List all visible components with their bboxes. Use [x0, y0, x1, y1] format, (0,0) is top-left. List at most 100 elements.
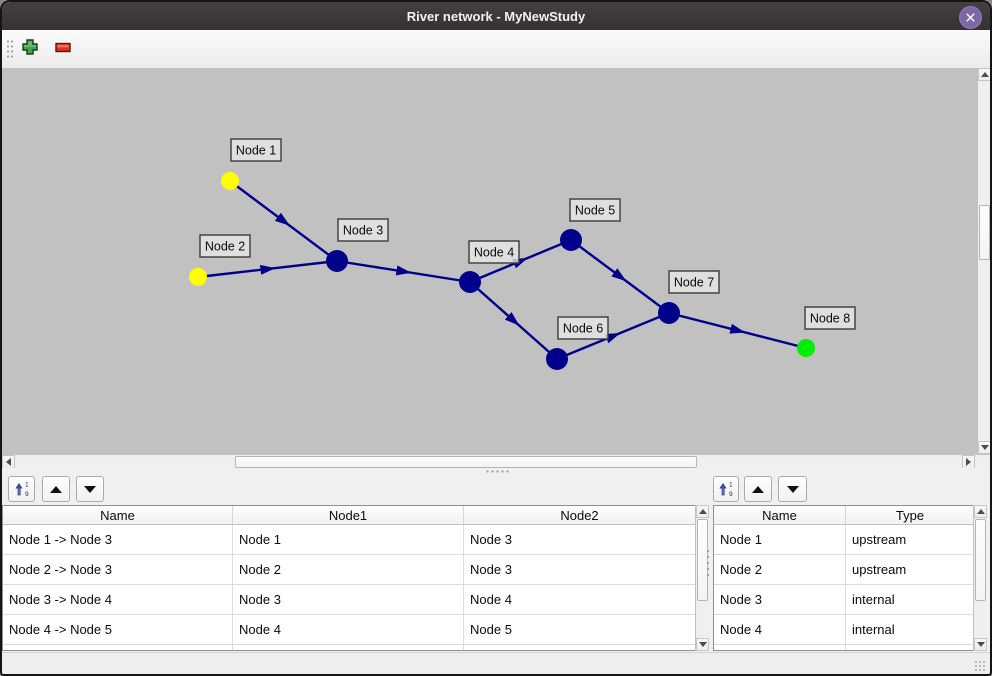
table-cell[interactable]: Node 2	[714, 554, 846, 585]
window-title: River network - MyNewStudy	[406, 8, 586, 24]
triangle-down-icon	[980, 445, 989, 450]
table-cell[interactable]: internal	[845, 614, 974, 645]
node-label: Node 1	[236, 144, 276, 158]
table-cell[interactable]: Node 5	[463, 614, 695, 645]
close-button[interactable]	[959, 5, 982, 29]
node-label-box	[199, 234, 251, 258]
triangle-up-icon	[752, 485, 764, 493]
graph-node[interactable]	[658, 302, 680, 324]
scroll-up-button[interactable]	[696, 505, 709, 518]
scroll-up-button[interactable]	[978, 68, 990, 81]
node-label-box	[569, 198, 621, 222]
column-header-type[interactable]: Type	[845, 506, 974, 525]
table-cell[interactable]: Node 4 -> Node 5	[3, 614, 233, 645]
reaches-table-scrollbar[interactable]	[695, 505, 709, 651]
table-cell[interactable]: internal	[845, 584, 974, 615]
table-cell[interactable]: Node 3	[463, 554, 695, 585]
nodes-table-scrollbar[interactable]	[973, 505, 987, 651]
svg-text:9: 9	[729, 491, 733, 498]
table-cell[interactable]: Node 3 -> Node 4	[3, 584, 233, 615]
move-node-up-button[interactable]	[744, 476, 772, 502]
table-cell[interactable]: Node 1	[714, 524, 846, 555]
move-reach-down-button[interactable]	[76, 476, 104, 502]
graph-node[interactable]	[546, 348, 568, 370]
scroll-right-button[interactable]	[962, 455, 975, 469]
graph-node[interactable]	[326, 250, 348, 272]
table-cell[interactable]: upstream	[845, 524, 974, 555]
triangle-left-icon	[6, 458, 11, 466]
table-cell[interactable]: upstream	[845, 554, 974, 585]
triangle-down-icon	[84, 485, 96, 493]
horizontal-splitter[interactable]	[2, 468, 990, 474]
node-label-box	[668, 270, 720, 294]
splitter-handle-dots	[485, 470, 511, 473]
status-strip	[2, 652, 990, 674]
vertical-scroll-thumb[interactable]	[975, 519, 986, 601]
table-cell[interactable]	[3, 644, 233, 650]
column-header-node1[interactable]: Node1	[232, 506, 464, 525]
move-node-down-button[interactable]	[778, 476, 807, 502]
canvas-vertical-scrollbar[interactable]	[977, 68, 990, 454]
node-label-box	[230, 138, 282, 162]
scroll-up-button[interactable]	[974, 505, 987, 518]
green-plus-icon	[22, 38, 38, 55]
table-cell[interactable]: Node 2	[232, 554, 464, 585]
add-node-button[interactable]	[18, 36, 42, 60]
resize-grip[interactable]	[974, 660, 986, 672]
flow-direction-arrow-icon	[504, 312, 520, 326]
table-cell[interactable]: Node 1	[232, 524, 464, 555]
column-header-node2[interactable]: Node2	[463, 506, 695, 525]
scroll-left-button[interactable]	[2, 455, 15, 469]
svg-text:9: 9	[25, 491, 29, 498]
title-bar[interactable]: River network - MyNewStudy	[2, 2, 990, 30]
move-reach-up-button[interactable]	[42, 476, 70, 502]
table-cell[interactable]: Node 4	[463, 584, 695, 615]
scroll-down-button[interactable]	[974, 638, 987, 651]
sort-reaches-button[interactable]: 1 9	[8, 476, 35, 502]
horizontal-scroll-thumb[interactable]	[235, 456, 697, 468]
triangle-down-icon	[698, 642, 707, 647]
sort-ascending-icon: 1 9	[719, 482, 733, 498]
graph-node[interactable]	[189, 268, 207, 286]
table-cell[interactable]	[232, 644, 464, 650]
triangle-up-icon	[698, 509, 707, 514]
table-cell[interactable]: Node 4	[232, 614, 464, 645]
node-label: Node 2	[205, 240, 245, 254]
table-cell[interactable]: Node 2 -> Node 3	[3, 554, 233, 585]
table-cell[interactable]: Node 1 -> Node 3	[3, 524, 233, 555]
column-header-name[interactable]: Name	[714, 506, 846, 525]
sort-nodes-button[interactable]: 1 9	[713, 476, 739, 502]
table-cell[interactable]	[463, 644, 695, 650]
column-header-name[interactable]: Name	[3, 506, 233, 525]
graph-node[interactable]	[459, 271, 481, 293]
node-label: Node 7	[674, 276, 714, 290]
remove-node-button[interactable]	[51, 36, 75, 60]
scroll-down-button[interactable]	[696, 638, 709, 651]
table-cell[interactable]: Node 3	[232, 584, 464, 615]
vertical-splitter-handle[interactable]	[706, 548, 710, 578]
graph-node[interactable]	[797, 339, 815, 357]
empty-row	[714, 644, 974, 650]
table-cell[interactable]	[845, 644, 974, 650]
triangle-down-icon	[786, 485, 799, 493]
node-label-box	[337, 218, 389, 242]
table-cell[interactable]: Node 4	[714, 614, 846, 645]
toolbar-drag-handle[interactable]	[6, 39, 15, 59]
table-cell[interactable]	[714, 644, 846, 650]
graph-node[interactable]	[221, 172, 239, 190]
vertical-scroll-thumb[interactable]	[979, 205, 990, 260]
graph-node[interactable]	[560, 229, 582, 251]
svg-text:1: 1	[729, 482, 733, 489]
node-label-box	[557, 316, 609, 340]
table-cell[interactable]: Node 3	[714, 584, 846, 615]
scroll-down-button[interactable]	[978, 441, 990, 454]
table-cell[interactable]: Node 3	[463, 524, 695, 555]
canvas-horizontal-scrollbar[interactable]	[2, 454, 975, 469]
